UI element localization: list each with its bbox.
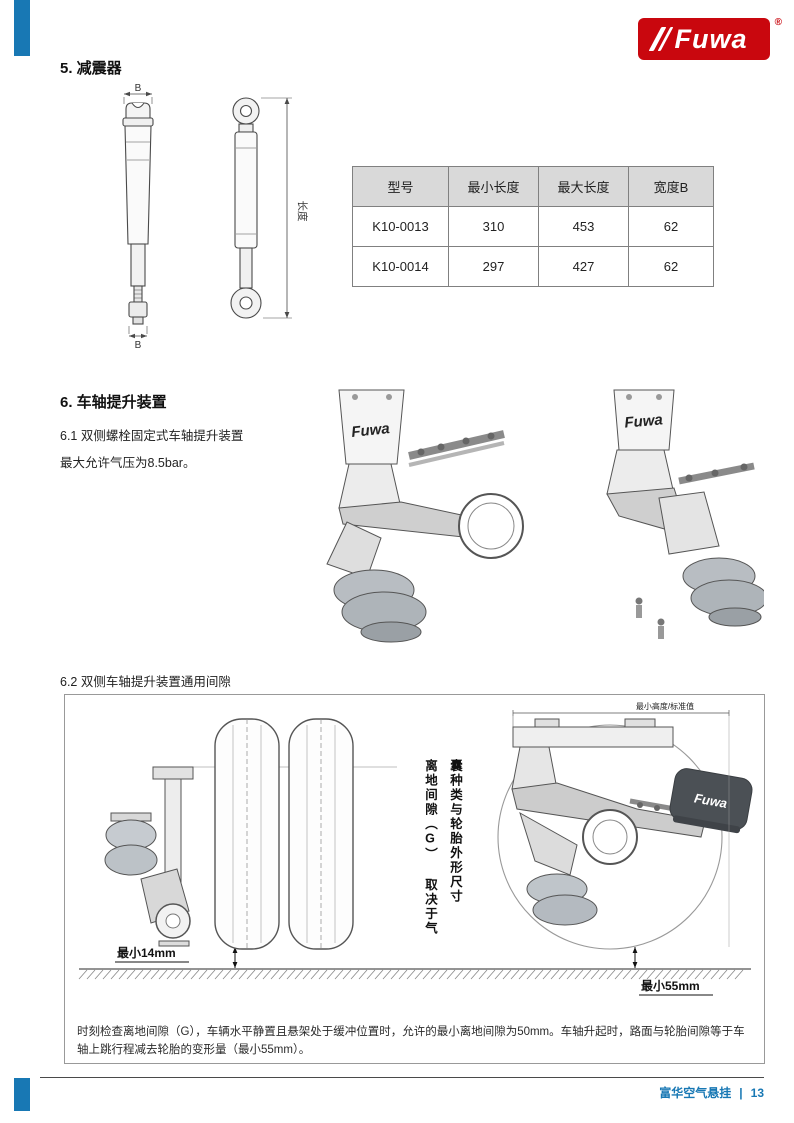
axle-lift-drawing-right: Fuwa (606, 389, 764, 639)
dim-label-b-top: B (135, 84, 142, 94)
page-edge-bar-bottom (14, 1078, 30, 1111)
table-header-row: 型号 最小长度 最大长度 宽度B (352, 166, 714, 207)
section-6-2-subheading: 6.2 双侧车轴提升装置通用间隙 (60, 675, 231, 689)
footer-page-number: 13 (750, 1085, 764, 1100)
tire-front-view-right (288, 718, 354, 950)
registered-trademark-icon: ® (774, 17, 782, 28)
max-pressure-note: 最大允许气压为8.5bar。 (60, 456, 196, 470)
fuwa-logo: Fuwa (638, 18, 770, 60)
table-header-cell: 最小长度 (448, 166, 539, 207)
footer-brand: 富华空气悬挂 (659, 1086, 732, 1100)
table-cell: K10-0013 (352, 206, 449, 247)
suspension-side-view: Fuwa (497, 718, 753, 950)
shock-absorber-drawing: B B 长度 (122, 84, 309, 350)
table-header-cell: 最大长度 (538, 166, 629, 207)
table-row: K10-0014 297 427 62 (352, 246, 714, 287)
vertical-label-line-2: 囊种类与轮胎外形尺寸 (448, 759, 462, 904)
tire-outline-circle (497, 724, 723, 950)
tire-front-view-left (214, 718, 280, 950)
section-6-heading: 6. 车轴提升装置 (60, 394, 167, 411)
min-55mm-arrow (632, 947, 638, 968)
table-header-cell: 宽度B (628, 166, 714, 207)
logo-text: Fuwa (674, 23, 748, 54)
table-cell: 453 (538, 206, 629, 247)
table-cell: 427 (538, 246, 629, 287)
axle-lift-drawing-left: Fuwa (326, 389, 524, 643)
section-5-heading: 5. 减震器 (60, 60, 122, 77)
table-cell: K10-0014 (352, 246, 449, 287)
ground-hatching (78, 969, 744, 980)
table-header-cell: 型号 (352, 166, 449, 207)
shock-spec-table: 型号 最小长度 最大长度 宽度B K10-0013 310 453 62 K10… (352, 166, 714, 287)
fuwa-logo-on-air-bag: Fuwa (693, 790, 728, 811)
clearance-note-text: 时刻检查离地间隙（G），车辆水平静置且悬架处于缓冲位置时，允许的最小离地间隙为5… (77, 1026, 745, 1057)
shock-front-view (122, 91, 154, 339)
axle-lift-drawings: Fuwa Fuwa (326, 389, 764, 643)
ground-clearance-vertical-label: 离地间隙（G） 取决于气 囊种类与轮胎外形尺寸 (421, 759, 465, 936)
min-55mm-label: 最小55mm (641, 978, 700, 993)
footer: 富华空气悬挂 | 13 (659, 1084, 764, 1101)
fuwa-logo-on-drawing: Fuwa (624, 411, 664, 431)
dim-label-length: 长度 (296, 201, 309, 222)
shock-side-view (230, 97, 292, 319)
vertical-label-line-1: 离地间隙（G） 取决于气 (423, 759, 437, 936)
table-cell: 310 (448, 206, 539, 247)
footer-divider (40, 1077, 764, 1078)
table-cell: 297 (448, 246, 539, 287)
page-edge-bar-top (14, 0, 30, 56)
min-14mm-arrow (232, 947, 238, 968)
table-cell: 62 (628, 206, 714, 247)
section-6-1-subheading: 6.1 双侧螺栓固定式车轴提升装置 (60, 429, 244, 443)
top-dimension (512, 710, 730, 947)
fuwa-logo-on-drawing: Fuwa (351, 420, 391, 441)
footer-separator: | (739, 1085, 743, 1100)
lift-mechanism-front-view (104, 766, 397, 947)
min-14mm-label: 最小14mm (117, 945, 176, 960)
clearance-diagram-box: 最小14mm (64, 694, 765, 1064)
dim-label-b-bottom: B (135, 340, 142, 350)
table-row: K10-0013 310 453 62 (352, 206, 714, 247)
clearance-diagram: 最小14mm (78, 701, 753, 996)
table-cell: 62 (628, 246, 714, 287)
air-spring-bag: Fuwa (669, 768, 753, 834)
top-dimension-label: 最小高度/标准值 (636, 701, 694, 711)
